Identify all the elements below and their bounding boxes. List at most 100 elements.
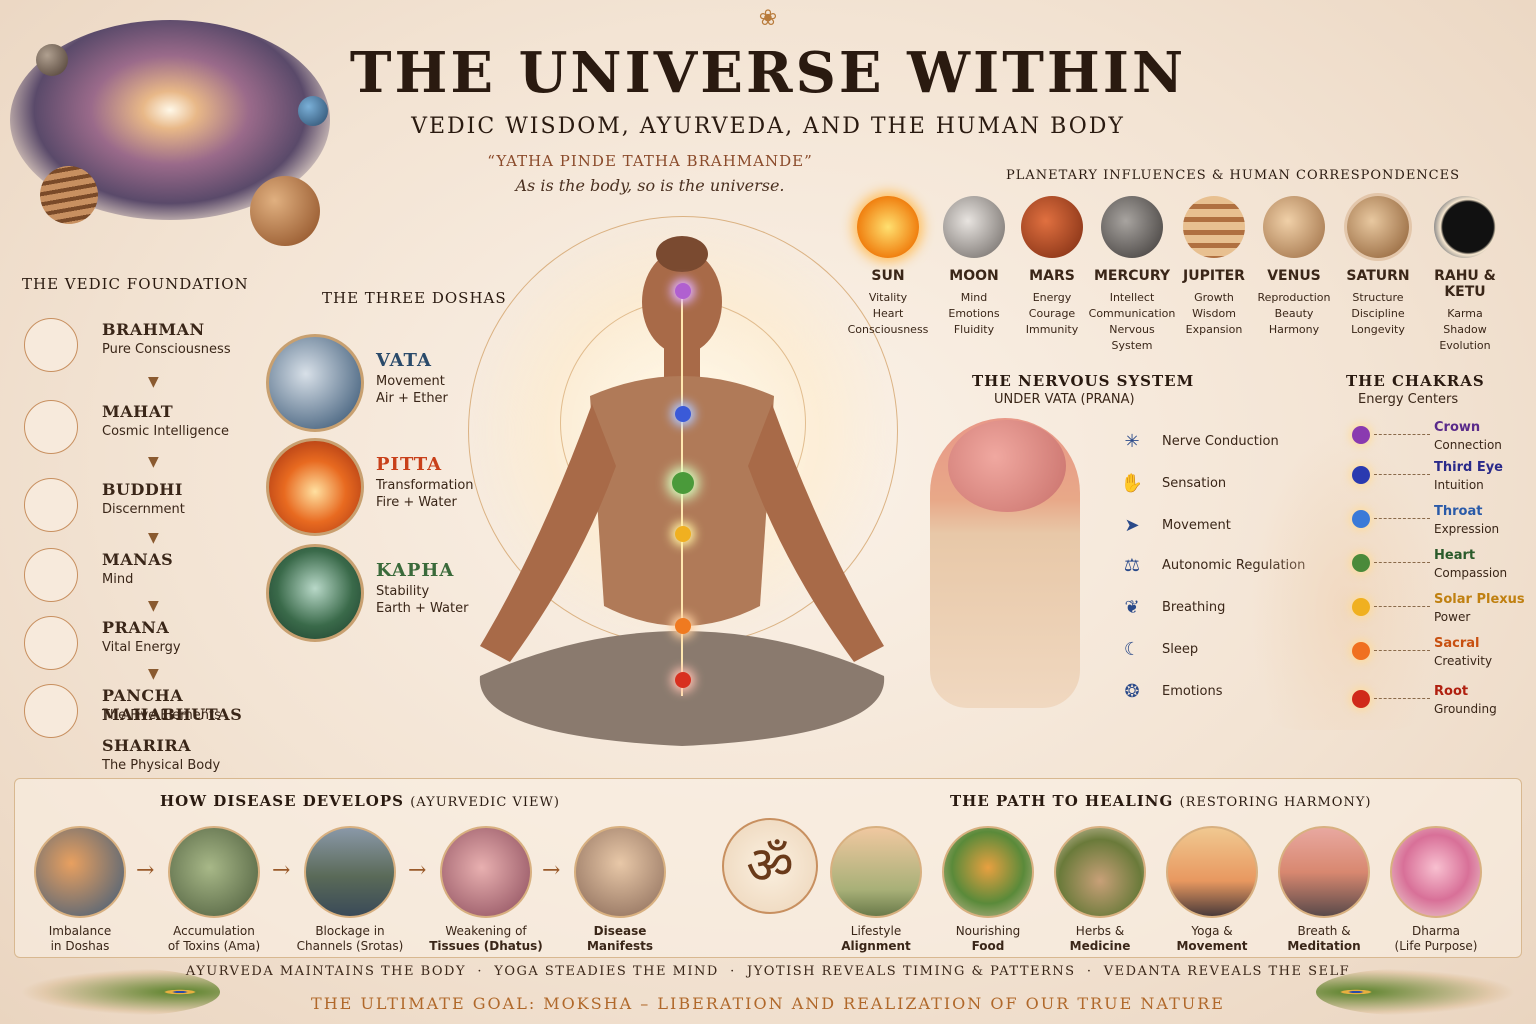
dosha-elements: Air + Ether [376,391,448,406]
wind-swirl-icon [266,334,364,432]
peacock-feather-left-icon [20,968,220,1016]
chakra-body-silhouette [1250,430,1440,730]
page-subtitle: VEDIC WISDOM, AYURVEDA, AND THE HUMAN BO… [411,114,1125,139]
step-label-line2: Channels (Srotas) [296,939,404,953]
lotus-ornament-icon: ❀ [758,6,778,31]
solar-plexus-chakra-point [675,526,691,542]
planet-name: MERCURY [1093,268,1171,284]
peacock-feather-right-icon [1316,968,1516,1016]
step-label-line1: Herbs & [1075,924,1125,938]
neuron-icon: ✳ [1124,431,1140,452]
dosha-quality: Transformation [376,478,474,493]
chakra-desc: Expression [1434,522,1500,536]
nerve-item: ❦Breathing [1118,594,1318,624]
dosha-pitta: PITTA Transformation Fire + Water [266,438,496,536]
chakra-dot [1352,510,1370,528]
step-label-line1: Disease [593,924,647,938]
yoga-pose-icon [1166,826,1258,918]
arrow-right-icon: → [542,858,561,883]
heart-chakra-point [672,472,694,494]
planet-name: JUPITER [1183,268,1245,284]
down-arrow-icon: ▼ [148,374,159,390]
throat-chakra-point [675,406,691,422]
step-label-line2: Medicine [1069,939,1131,953]
nerve-item-label: Sleep [1162,642,1199,657]
vedic-item-desc: Mind [102,572,134,587]
step-label-line1: Blockage in [315,924,385,938]
sitting-figure-icon [574,826,666,918]
crown-chakra-point [675,283,691,299]
step-label-line1: Imbalance [48,924,112,938]
dosha-vata: VATA Movement Air + Ether [266,334,496,432]
vedic-item-name: SHARIRA [102,736,192,755]
sanskrit-quote: “YATHA PINDE TATHA BRAHMANDE” [487,152,813,170]
disease-heading: HOW DISEASE DEVELOPS (AYURVEDIC VIEW) [160,792,560,810]
chakra-name: Solar Plexus [1434,592,1525,607]
step-label-line1: Weakening of [445,924,527,938]
nerve-item-label: Breathing [1162,600,1226,615]
dosha-quality: Stability [376,584,430,599]
chakra-name: Third Eye [1434,460,1503,475]
nerve-item: ➤Movement [1118,512,1318,542]
vedic-item-name: MANAS [102,550,174,569]
vedic-item-desc: The Five Elements [102,708,221,723]
step-label-line2: Movement [1176,939,1248,953]
mercury-icon [1101,196,1163,258]
chakra-desc: Creativity [1434,654,1493,668]
chakra-name: Heart [1434,548,1476,563]
chakra-dot [1352,426,1370,444]
jupiter-planet-icon [40,166,98,224]
vedic-item-name: BUDDHI [102,480,183,499]
chakra-dot [1352,642,1370,660]
dosha-elements: Fire + Water [376,495,457,510]
chakra-desc: Connection [1434,438,1502,452]
mars-icon [1021,196,1083,258]
step-label-line2: Tissues (Dhatus) [429,939,543,953]
blocked-stream-icon [304,826,396,918]
root-chakra-point [675,672,691,688]
sun-icon [857,196,919,258]
om-symbol-icon: ॐ [722,818,818,914]
dosha-kapha: KAPHA Stability Earth + Water [266,544,496,642]
down-arrow-icon: ▼ [148,598,159,614]
vedic-item-desc: Cosmic Intelligence [102,424,229,439]
chakra-dot [1352,598,1370,616]
step-label-line2: Alignment [841,939,911,953]
brain-emotion-icon: ❂ [1124,681,1140,702]
step-label-line2: (Life Purpose) [1394,939,1478,953]
vedic-item-name: MAHAT [102,402,174,421]
dosha-name: PITTA [376,454,443,475]
lotus-icon [24,548,78,602]
moon-icon [943,196,1005,258]
down-arrow-icon: ▼ [148,530,159,546]
vedic-item-desc: The Physical Body [102,758,221,773]
nervous-system-subheading: UNDER VATA (PRANA) [994,392,1135,407]
vedic-foundation-heading: THE VEDIC FOUNDATION [22,275,249,293]
quote-translation: As is the body, so is the universe. [515,176,785,195]
chakra-desc: Intuition [1434,478,1484,492]
hand-icon: ✋ [1120,473,1144,494]
meditating-figure-icon [24,684,78,738]
chakra-name: Sacral [1434,636,1480,651]
lotus-flower-icon [1390,826,1482,918]
